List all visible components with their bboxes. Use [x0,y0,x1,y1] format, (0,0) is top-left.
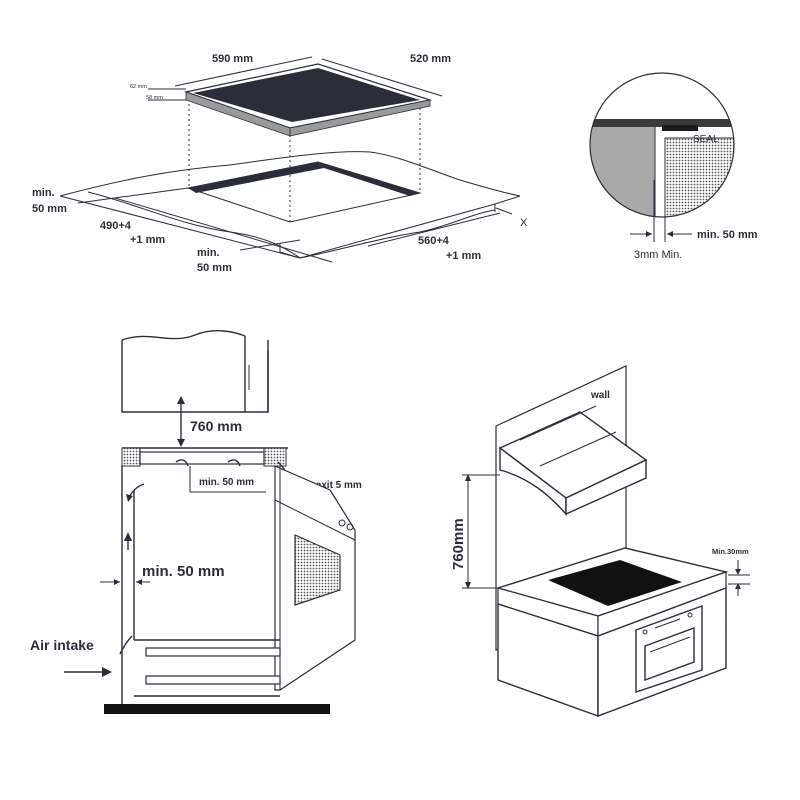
arrowhead [735,569,741,575]
isometric-kitchen-view: wall 760mm Min.30mm [450,365,750,718]
left-gap-label-1: min. [32,187,55,199]
arrowhead [124,532,132,541]
seal-detail: SEAL min. 50 mm 3mm Min. [589,72,758,261]
cutout-back-wall [188,162,324,193]
wall-label: wall [590,390,610,401]
airflow-arrow [227,459,241,467]
hood-front-right [565,458,647,516]
hob-glass [193,68,420,122]
cutout-depth-label-1: 490+4 [100,220,132,232]
seal-label: SEAL [693,134,719,145]
countertop-left-edge [59,195,301,259]
oven-top-edge [274,499,356,541]
front-gap-label-2: 50 mm [197,262,232,274]
hood-ridge [539,431,617,467]
height-label: 760 mm [190,418,242,434]
air-exit-label: Air exit 5 mm [299,480,362,491]
cutout-depth-label-2: +1 mm [130,234,165,246]
front-gap-leader [239,239,301,251]
hob-edge-section [590,119,734,127]
x-axis-line [495,207,513,215]
drawer-rail [145,675,281,685]
floor [104,704,330,714]
hob-profile [139,451,265,465]
thickness-label: 3mm Min. [634,249,682,261]
x-axis-label: X [520,217,528,229]
depth-label: 520 mm [410,53,451,65]
worktop-right-section [263,447,287,467]
arrowhead [465,474,471,481]
seal-strip [662,125,698,131]
oven-knob [687,612,693,618]
arrowhead [136,579,142,585]
air-intake-label: Air intake [30,637,94,653]
airflow-arrow [175,459,189,467]
cutout-depth-dimension [114,197,333,263]
arrowhead [102,667,112,677]
width-label: 590 mm [212,53,253,65]
oven-knob [346,523,354,531]
arrowhead [667,231,673,237]
side-installation-view: 760 mm min. 50 mm Air exit 5 mm [30,330,362,714]
hob-side-edge [289,99,431,137]
left-gap-label-2: 50 mm [32,203,67,215]
arrowhead [465,582,471,589]
width-dimension-line [174,56,313,87]
oven-knob [338,519,346,527]
upper-cabinet [121,340,269,413]
thickness-a-label: 62 mm [130,84,147,90]
cutout-width-label-1: 560+4 [418,235,450,247]
gap-label: min. 50 mm [697,229,758,241]
front-gap-label-1: min. [197,247,220,259]
countertop-wave-front [299,209,496,259]
worktop-left-section [121,447,141,467]
hood-ridge [519,405,597,441]
detail-circle [589,72,735,218]
left-gap-leader [77,187,189,204]
drawer-rail [145,647,281,657]
cutout-right-wall [318,162,420,196]
oven-knob [642,629,648,635]
back-gap-label: min. 50 mm [142,563,225,580]
height-label: 760mm [450,518,467,570]
oven-handle [649,636,691,653]
depth-dimension-line [321,58,443,97]
worktop-section [590,124,656,217]
hob-glass [548,560,682,606]
countertop-corner [279,243,301,259]
hob-cutout-diagram: 590 mm 520 mm 62 mm 58 mm min. 50 mm 490… [32,53,528,274]
arrowhead [646,231,652,237]
arrowhead [177,439,185,447]
countertop-back-edge [59,151,521,197]
arrowhead [177,396,185,404]
countertop-wave-left [87,191,301,259]
upper-cabinet-wave [121,330,246,341]
cutout-width-dimension [367,212,501,247]
oven-window [294,534,341,606]
arrowhead [735,583,741,589]
arrowhead [114,579,120,585]
oven-display [654,618,681,629]
oven-door [644,626,695,682]
arrowhead [126,494,133,502]
air-intake-curve [119,635,133,655]
cutout-width-label-2: +1 mm [446,250,481,262]
top-gap-label: min. 50 mm [199,477,254,488]
thickness-b-label: 58 mm [146,95,163,101]
clearance-label: Min.30mm [712,547,749,556]
